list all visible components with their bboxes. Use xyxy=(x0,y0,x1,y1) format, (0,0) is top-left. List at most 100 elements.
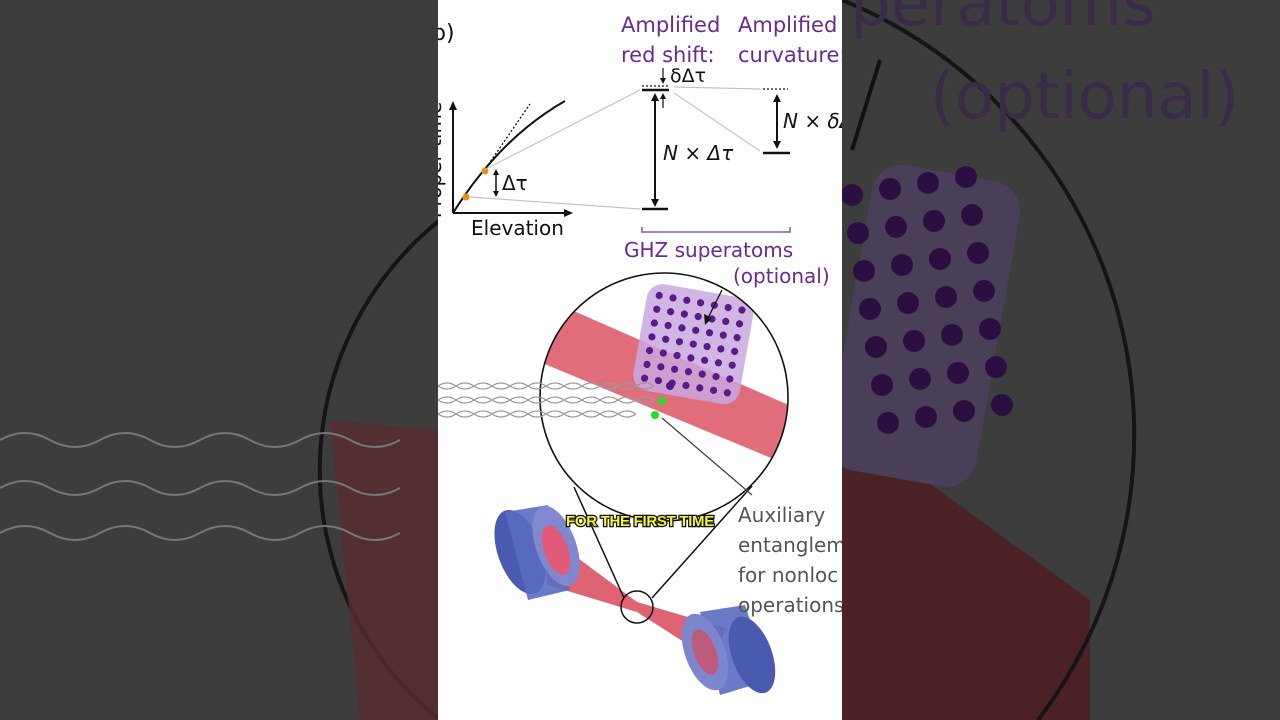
video-caption: FOR THE FIRST TIME xyxy=(566,513,714,530)
marker-point-low xyxy=(462,193,470,201)
red-shift-title-1: Amplified xyxy=(621,13,720,37)
auxiliary-label-1: Auxiliary xyxy=(738,503,825,527)
atom-dot xyxy=(659,349,667,357)
red-shift-title-2: red shift: xyxy=(621,43,715,67)
atom-dot xyxy=(717,345,725,353)
atom-dot xyxy=(648,333,656,341)
auxiliary-label-2: entanglem xyxy=(738,533,846,557)
background-atom-dot xyxy=(879,178,901,200)
graph-ylabel: Proper time xyxy=(422,102,446,219)
atom-dot xyxy=(682,381,690,390)
atom-dot xyxy=(696,299,705,307)
delta-tau-label: Δτ xyxy=(502,171,528,195)
atom-dot xyxy=(657,363,665,371)
background-atom-dot xyxy=(935,286,957,308)
atom-dot xyxy=(654,377,663,385)
background-atom-dot xyxy=(991,394,1013,416)
atom-dot xyxy=(696,384,704,392)
atom-dot xyxy=(669,294,677,302)
panel-label: b) xyxy=(432,21,455,46)
atom-dot xyxy=(692,326,700,334)
atom-dot xyxy=(728,361,736,369)
curvature-title-1: Amplified xyxy=(738,13,837,37)
atom-dot xyxy=(689,340,697,348)
atom-dot xyxy=(698,370,706,378)
background-atom-dot xyxy=(923,210,945,232)
left-mirror xyxy=(494,505,580,600)
atom-dot xyxy=(731,347,739,356)
ghz-superatom-array xyxy=(633,284,754,405)
auxiliary-atom-1 xyxy=(658,397,666,405)
atom-dot xyxy=(641,374,649,382)
red-shift-scale xyxy=(642,68,669,211)
background-atom-dot xyxy=(941,324,963,346)
small-delta-label: δΔτ xyxy=(670,65,706,87)
background-atom-dot xyxy=(967,242,989,264)
right-background-circle-arc xyxy=(841,0,1137,720)
background-atom-dot xyxy=(847,222,869,244)
auxiliary-label-4: operations xyxy=(738,593,844,617)
background-atom-dot xyxy=(903,330,925,352)
background-atom-dot xyxy=(917,172,939,194)
background-atom-dot xyxy=(853,260,875,282)
ghz-label-1: GHZ superatoms xyxy=(624,238,793,262)
atom-dot xyxy=(709,386,718,394)
curvature-title-2: curvature: xyxy=(738,43,847,67)
atom-dot xyxy=(726,375,734,383)
atom-dot xyxy=(723,389,731,397)
auxiliary-label-3: for nonloc xyxy=(738,563,838,587)
atom-dot xyxy=(675,338,684,346)
background-atom-dot xyxy=(979,318,1001,340)
right-mirror xyxy=(681,605,776,695)
n-delta-delta-label: N × δΔ xyxy=(783,109,853,133)
cavity-beam xyxy=(540,530,725,662)
atom-dot xyxy=(664,321,672,330)
atom-dot xyxy=(643,360,651,368)
background-atom-dot xyxy=(973,280,995,302)
atom-dot xyxy=(653,305,661,313)
atom-dot xyxy=(645,347,654,355)
background-atom-dot xyxy=(953,400,975,422)
atom-dot xyxy=(683,296,691,304)
background-atom-dot xyxy=(877,412,899,434)
atom-dot xyxy=(666,308,675,316)
background-text-superatoms: peratoms xyxy=(850,0,1155,41)
graph-xlabel: Elevation xyxy=(471,216,564,240)
background-atom-dot xyxy=(859,298,881,320)
atom-dot xyxy=(650,319,658,327)
atom-dot xyxy=(671,365,679,373)
atom-dot xyxy=(722,317,730,326)
curvature-scale xyxy=(763,88,790,155)
background-atom-dot xyxy=(891,254,913,276)
optical-cavity xyxy=(494,485,776,695)
background-atom-dot xyxy=(871,374,893,396)
atom-dot xyxy=(705,329,714,337)
atom-dot xyxy=(694,312,702,321)
atom-dot xyxy=(712,372,720,381)
ghz-label-2: (optional) xyxy=(733,264,830,288)
atom-dot xyxy=(655,291,663,300)
zoom-source-circle xyxy=(620,590,654,624)
background-atom-dot xyxy=(915,406,937,428)
atom-dot xyxy=(735,320,744,328)
ghz-pointer xyxy=(706,289,723,321)
atom-dot xyxy=(738,306,746,314)
figure-panel: b) Proper time Elevation Δτ xyxy=(422,0,853,720)
background-atom-dot xyxy=(961,204,983,226)
atom-dot xyxy=(724,304,732,312)
auxiliary-atom-2 xyxy=(651,411,659,419)
atom-dot xyxy=(714,359,723,367)
background-atom-dot xyxy=(947,362,969,384)
atom-dot xyxy=(673,351,681,360)
atom-dot xyxy=(687,354,695,362)
atom-dot xyxy=(703,342,711,351)
background-text-optional: (optional) xyxy=(930,60,1239,134)
background-atom-dot xyxy=(841,184,863,206)
atom-dot xyxy=(684,368,693,376)
auxiliary-pointer xyxy=(661,417,753,496)
clock-atom xyxy=(666,382,674,390)
atom-dot xyxy=(733,334,741,342)
background-atom-dot xyxy=(885,216,907,238)
